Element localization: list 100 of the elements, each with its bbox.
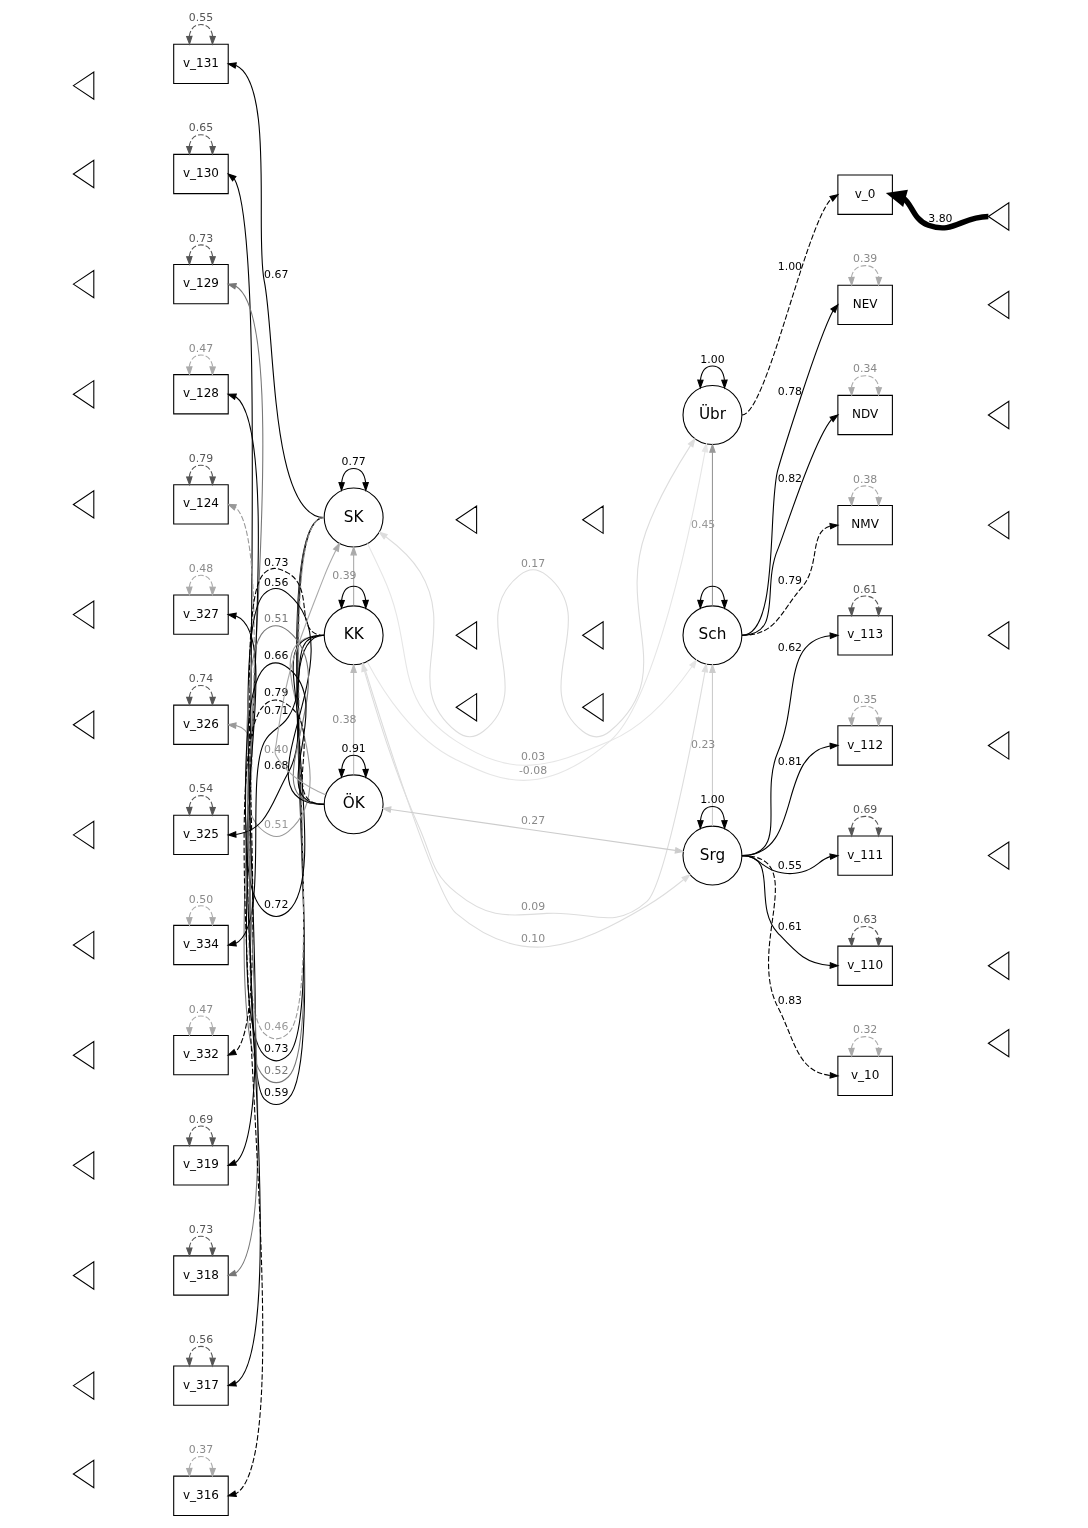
arrow: [337, 467, 369, 492]
arrow: [185, 464, 216, 487]
node-triangle: [986, 1028, 1009, 1058]
arrow: [185, 795, 216, 817]
node-triangle: [71, 1040, 94, 1070]
edge-label: 0.46: [263, 1020, 288, 1034]
edge-label: 0.73: [188, 1222, 213, 1236]
arrow: [740, 414, 839, 636]
arrow: [185, 1456, 216, 1478]
node-box: v_10: [836, 1055, 893, 1097]
edge-label: 0.82: [777, 471, 802, 485]
edge-label: 0.10: [520, 931, 545, 945]
node-triangle: [71, 269, 94, 299]
node-box: v_316: [172, 1475, 229, 1516]
arrow: [273, 541, 340, 796]
edge-label: 0.17: [520, 556, 545, 570]
arrow: [349, 545, 357, 607]
node-box: v_131: [172, 43, 229, 84]
edge-label: 0.23: [690, 738, 715, 752]
node-triangle: [71, 1459, 94, 1489]
edge-label: 0.81: [777, 755, 802, 769]
node-triangle: [71, 710, 94, 740]
node-triangle: [986, 620, 1009, 650]
edge-label: 0.27: [520, 813, 545, 827]
node-triangle: [986, 400, 1009, 430]
arrow: [349, 663, 357, 776]
node-circle: ÖK: [323, 774, 384, 835]
arrow: [740, 522, 839, 636]
edge-label: 0.63: [852, 913, 877, 927]
arrow: [185, 244, 216, 266]
node-triangle: [986, 290, 1009, 320]
edge-label: 0.91: [341, 742, 366, 755]
node-triangle: [71, 820, 94, 850]
edge-label: 0.56: [188, 1333, 213, 1347]
node-triangle: [71, 1371, 94, 1401]
edge-label: 0.47: [188, 1002, 213, 1016]
node-triangle: [581, 620, 604, 650]
edge-label: 0.67: [263, 267, 288, 281]
edge-label: 0.73: [263, 1041, 288, 1055]
edge-label: 0.65: [188, 121, 213, 135]
node-box: NDV: [836, 394, 893, 436]
arrow: [708, 663, 716, 827]
arrow: [185, 684, 216, 707]
edge-label: 0.62: [777, 640, 802, 654]
arrow: [847, 925, 882, 948]
arrow: [185, 574, 216, 597]
node-box: v_128: [172, 374, 229, 415]
arrow: [847, 815, 882, 838]
arrow: [847, 375, 882, 397]
arrow: [847, 595, 882, 618]
arrow: [847, 485, 882, 508]
edge-label: 0.56: [263, 576, 288, 590]
arrow: [185, 1235, 216, 1258]
edge-label: 0.40: [263, 742, 288, 756]
node-box: v_318: [172, 1255, 229, 1296]
edge-label: 0.79: [263, 686, 288, 700]
arrow: [226, 393, 325, 1062]
edge-label: 0.55: [188, 11, 213, 25]
edge-label: 0.66: [263, 649, 288, 663]
edge-label: 0.51: [263, 818, 288, 832]
edge-label: 0.69: [188, 1112, 213, 1126]
node-triangle: [581, 692, 604, 722]
node-box: v_0: [836, 174, 893, 215]
node-triangle: [454, 692, 477, 722]
arrow: [885, 189, 988, 231]
edge-label: 0.47: [188, 341, 213, 355]
arrow: [337, 754, 369, 779]
arrow: [226, 699, 325, 1497]
arrow: [847, 1036, 882, 1058]
node-circle: Übr: [681, 385, 742, 445]
edge-label: 0.79: [777, 574, 802, 588]
node-box: NMV: [836, 505, 893, 546]
arrow: [740, 193, 839, 416]
node-triangle: [986, 840, 1009, 871]
edge-label: 0.35: [852, 692, 877, 706]
node-triangle: [581, 505, 604, 535]
edge-label: 0.74: [188, 672, 213, 686]
node-triangle: [71, 1150, 94, 1180]
arrow: [337, 585, 369, 610]
node-circle: Sch: [681, 605, 742, 666]
edge-label: 0.48: [188, 562, 213, 576]
edge-label: 1.00: [699, 793, 725, 807]
node-box: v_326: [172, 704, 229, 745]
edge-label: 0.03: [520, 749, 545, 763]
edge-label: 0.59: [263, 1085, 288, 1099]
node-triangle: [71, 379, 94, 409]
edge-label: 0.34: [852, 362, 877, 376]
edge-label: 0.73: [188, 231, 213, 245]
edge-label: 0.38: [852, 472, 877, 486]
arrow: [696, 585, 728, 610]
arrow: [708, 442, 716, 607]
edge-label: 0.39: [852, 252, 877, 266]
node-circle: KK: [323, 605, 384, 666]
edge-label: 0.38: [331, 712, 356, 726]
edge-label: 0.73: [263, 555, 288, 569]
arrow: [847, 705, 882, 728]
arrow: [696, 806, 728, 830]
node-box: v_327: [172, 594, 229, 635]
edge-label: 0.51: [263, 612, 288, 626]
node-triangle: [71, 159, 94, 189]
